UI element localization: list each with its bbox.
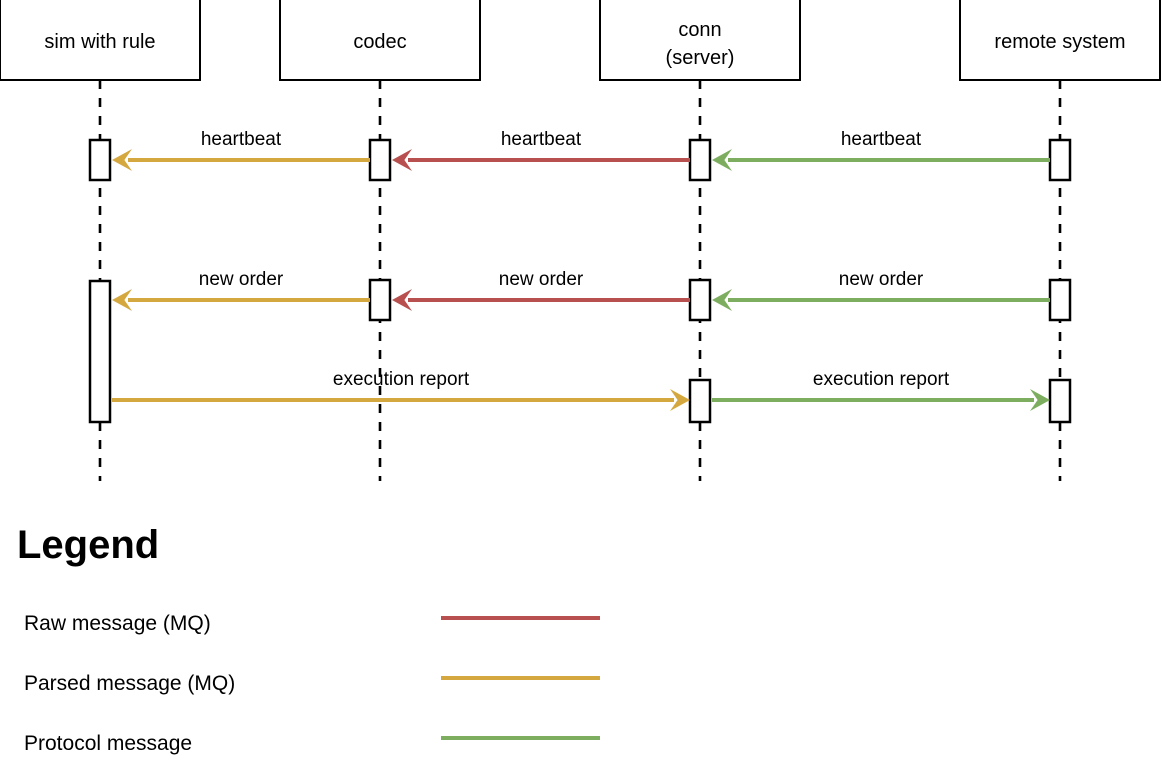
activations-layer — [88, 138, 1072, 424]
participant-box-conn[interactable] — [599, 0, 801, 81]
legend-entry-parsed[interactable]: Parsed message (MQ) — [24, 672, 600, 695]
lifelines-layer: sim with rule codec conn (server) remote sys… — [0, 0, 1161, 481]
activation-bar-sim[interactable] — [88, 279, 112, 424]
legend-entry-label: Raw message (MQ) — [24, 612, 211, 635]
message-protocol-3[interactable]: new order — [712, 269, 1050, 311]
legend-entry-raw[interactable]: Raw message (MQ) — [24, 612, 600, 635]
activation-bar-codec[interactable] — [368, 138, 392, 182]
message-protocol-7[interactable]: execution report — [712, 369, 1050, 411]
participant-label-codec: codec — [353, 31, 406, 53]
activation-bar-conn[interactable] — [688, 138, 712, 182]
participant-box-remote[interactable] — [959, 0, 1161, 81]
message-raw-1[interactable]: heartbeat — [392, 129, 690, 171]
message-label: new order — [499, 269, 584, 290]
message-label: heartbeat — [841, 129, 922, 150]
lifeline-sim[interactable]: sim with rule — [0, 0, 201, 481]
participant-label-conn: (server) — [666, 47, 735, 69]
lifeline-codec[interactable]: codec — [279, 0, 481, 481]
activation-bar-codec[interactable] — [368, 278, 392, 322]
message-arrowhead — [112, 289, 132, 311]
messages-layer: heartbeat heartbeat heartbeat new order new … — [112, 129, 1050, 411]
participant-box-sim[interactable] — [0, 0, 201, 81]
message-arrowhead — [112, 149, 132, 171]
participant-label-remote: remote system — [994, 31, 1125, 53]
message-label: heartbeat — [501, 129, 582, 150]
lifeline-remote[interactable]: remote system — [959, 0, 1161, 481]
legend-entry-protocol[interactable]: Protocol message — [24, 732, 600, 755]
message-arrowhead — [392, 289, 412, 311]
activation-bar-conn[interactable] — [688, 278, 712, 322]
message-arrowhead — [1030, 389, 1050, 411]
message-label: new order — [199, 269, 284, 290]
legend-entry-label: Protocol message — [24, 732, 192, 755]
activation-bar-sim[interactable] — [88, 138, 112, 182]
legend-entry-label: Parsed message (MQ) — [24, 672, 235, 695]
message-protocol-0[interactable]: heartbeat — [712, 129, 1050, 171]
message-label: execution report — [333, 369, 470, 390]
message-parsed-2[interactable]: heartbeat — [112, 129, 370, 171]
message-arrowhead — [712, 289, 732, 311]
message-arrowhead — [712, 149, 732, 171]
participant-label-conn: conn — [678, 19, 721, 41]
message-arrowhead — [392, 149, 412, 171]
activation-bar-remote[interactable] — [1048, 378, 1072, 424]
activation-bar-remote[interactable] — [1048, 138, 1072, 182]
message-label: heartbeat — [201, 129, 282, 150]
activation-bar-remote[interactable] — [1048, 278, 1072, 322]
activation-bar-conn[interactable] — [688, 378, 712, 424]
message-label: execution report — [813, 369, 950, 390]
participant-label-sim: sim with rule — [44, 31, 155, 53]
message-label: new order — [839, 269, 924, 290]
message-arrowhead — [670, 389, 690, 411]
message-raw-4[interactable]: new order — [392, 269, 690, 311]
legend-title: Legend — [17, 523, 159, 567]
message-parsed-6[interactable]: execution report — [112, 369, 690, 411]
participant-box-codec[interactable] — [279, 0, 481, 81]
message-parsed-5[interactable]: new order — [112, 269, 370, 311]
